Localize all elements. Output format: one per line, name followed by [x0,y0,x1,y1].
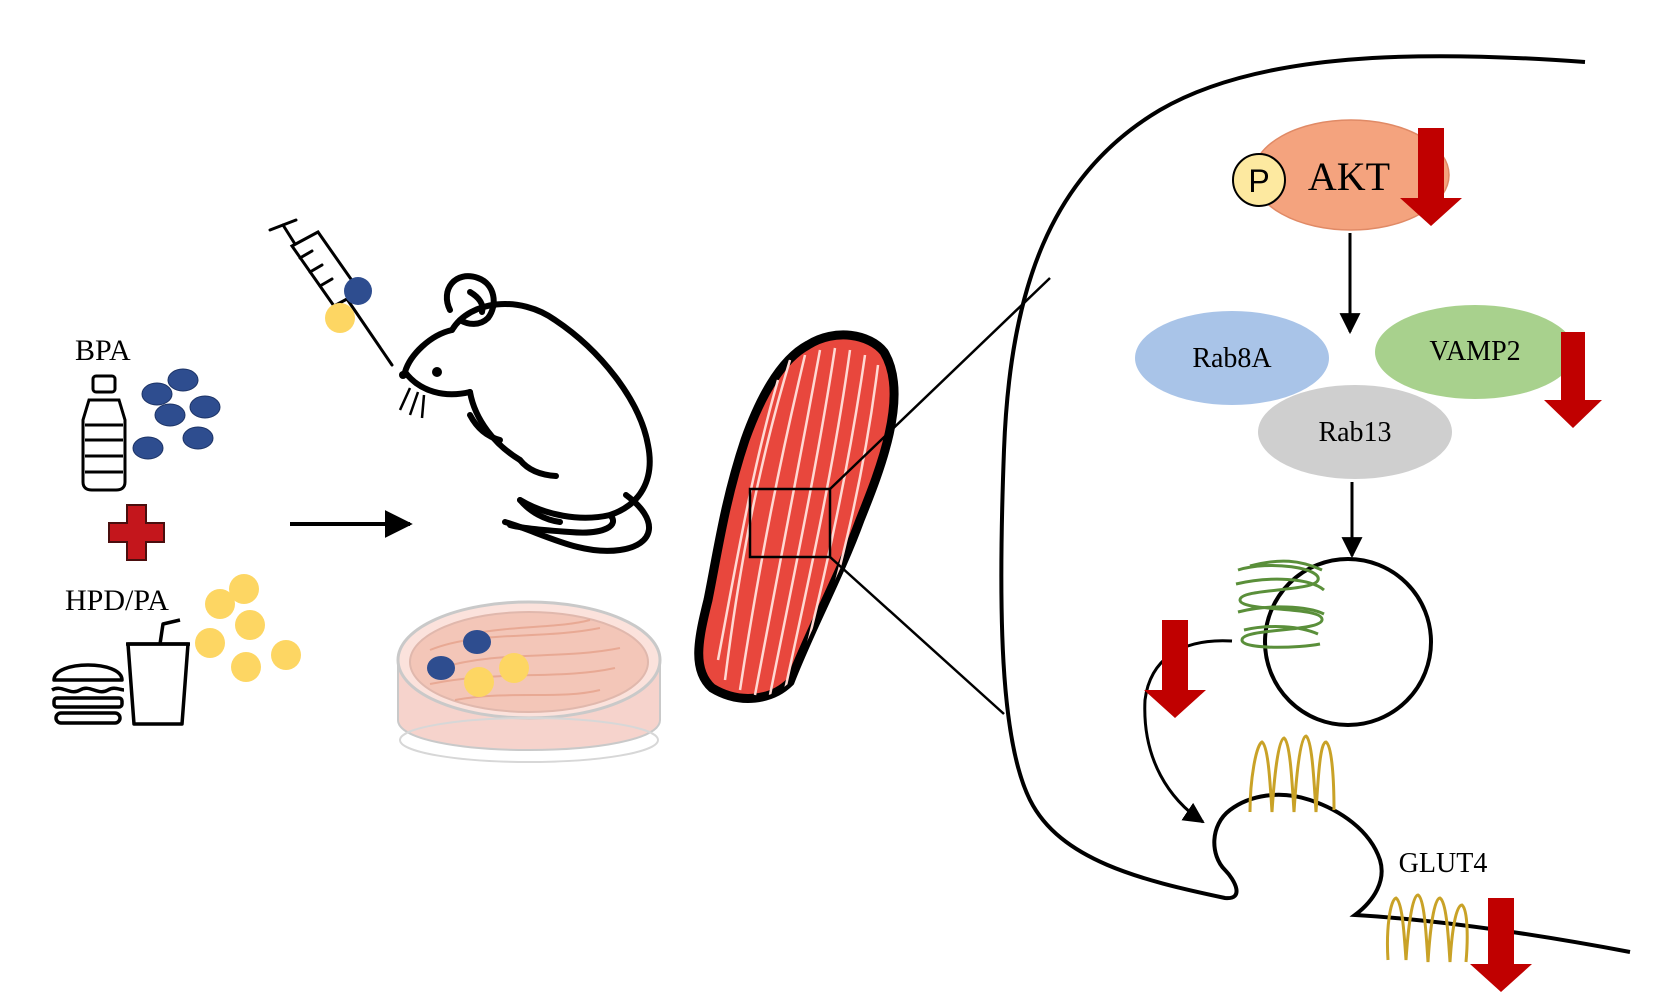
plus-icon [108,504,165,561]
akt-label: AKT [1308,154,1390,199]
mouse-tail [502,492,653,554]
mouse-whiskers [398,387,426,419]
cell-membrane [999,54,1631,954]
bpa-particles [132,368,221,460]
burger-and-drink-icon [51,618,190,726]
glut4-vesicle [1263,557,1433,727]
dish-bpa-dot [463,630,491,654]
rab13-protein [1258,385,1452,479]
mouse-icon [402,273,653,536]
glut4-down-arrow [1470,898,1532,992]
rab8a-label: Rab8A [1192,343,1272,374]
syringe-bpa-dot [344,277,372,305]
mouse-nose [399,371,407,379]
hpd-pa-label: HPD/PA [65,584,169,617]
surface-glut4-coil [1386,893,1469,963]
mouse-eye [432,367,442,377]
dish-pa-dot [499,653,529,683]
translocation-down-arrow [1144,620,1206,718]
zoom-line-top [829,277,1051,490]
muscle-fiber-icon [694,330,899,703]
phospho-label: P [1248,163,1269,199]
translocation-arrow [1143,639,1233,824]
pa-particles [195,574,301,682]
membrane-glut4-coil [1248,734,1336,813]
bpa-label: BPA [75,334,131,367]
dish-bpa-dot [427,656,455,680]
petri-dish-icon [396,600,662,763]
vamp2-label: VAMP2 [1429,336,1520,367]
syringe-icon [268,218,394,367]
dish-pa-dot [464,667,494,697]
akt-down-arrow [1400,128,1462,226]
vesicle-glut4-coil [1235,559,1325,649]
phospho-group [1232,153,1286,207]
rab13-label: Rab13 [1318,417,1391,448]
glut4-label: GLUT4 [1399,848,1488,879]
water-bottle-icon [81,374,127,492]
vamp2-protein [1375,305,1575,399]
zoom-line-bottom [829,556,1005,715]
syringe-pa-dot [325,303,355,333]
vamp2-down-arrow [1544,332,1602,428]
rab8a-protein [1135,311,1329,405]
